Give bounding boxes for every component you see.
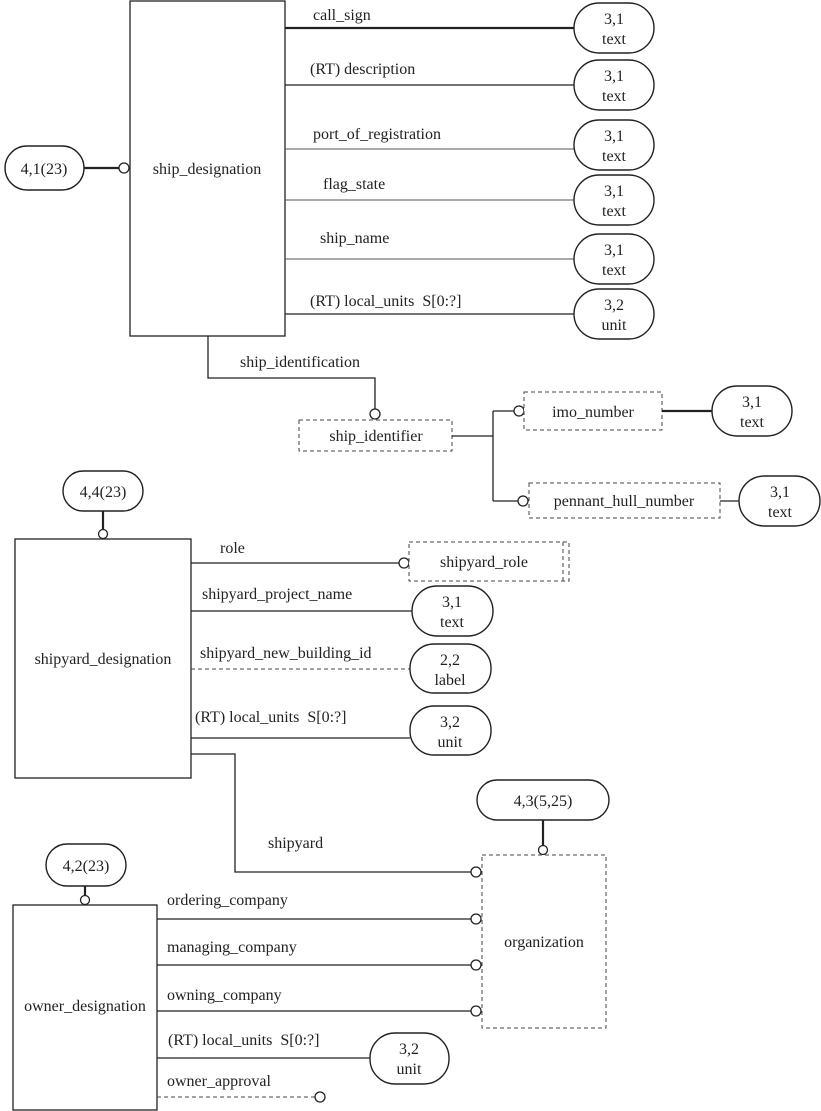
attr-label: ship_name	[320, 230, 389, 247]
attr-label: shipyard_project_name	[202, 586, 352, 603]
relation-shipyard: shipyard	[191, 753, 482, 878]
attr-flag-state: flag_state 3,1 text	[285, 174, 655, 226]
type-label: ship_identifier	[329, 428, 423, 445]
type-name: text	[440, 614, 465, 631]
type-name: unit	[397, 1061, 422, 1078]
type-label: imo_number	[552, 404, 634, 421]
attr-port-of-registration: port_of_registration 3,1 text	[285, 119, 655, 171]
type-ship-identifier	[298, 419, 453, 452]
attr-label: port_of_registration	[313, 126, 441, 143]
type-name: text	[602, 31, 627, 48]
attr-ship-name: ship_name 3,1 text	[285, 230, 655, 285]
attr-call-sign: call_sign 3,1 text	[285, 2, 655, 54]
relation-owning-company: owning_company	[157, 987, 482, 1017]
relation-label: ordering_company	[167, 892, 288, 909]
relation-label: shipyard	[268, 835, 323, 852]
ref-label: 4,1(23)	[21, 161, 68, 178]
attr-shipyard-new-building-id: shipyard_new_building_id 2,2 label	[191, 643, 492, 694]
entity-shipyard-designation	[14, 538, 192, 779]
type-ref: 3,1	[604, 68, 624, 85]
type-ref: 3,1	[604, 128, 624, 145]
entity-owner-designation	[12, 904, 158, 1111]
attr-label: call_sign	[313, 7, 371, 24]
option-imo-number: imo_number 3,1 text	[523, 385, 793, 437]
attr-label: (RT) local_units S[0:?]	[195, 709, 346, 726]
type-ref: 3,2	[399, 1041, 419, 1058]
attr-label: role	[220, 540, 245, 557]
relation-ordering-company: ordering_company	[157, 892, 482, 925]
ref-label: 4,3(5,25)	[514, 793, 573, 810]
select-branches	[452, 405, 529, 507]
relation-label: owning_company	[167, 987, 282, 1004]
type-ref: 3,1	[604, 11, 624, 28]
attr-label: flag_state	[323, 176, 385, 193]
type-name: label	[434, 672, 466, 689]
type-label: shipyard_role	[440, 554, 528, 571]
attr-role: role shipyard_role	[191, 540, 570, 582]
relation-label: ship_identification	[240, 354, 360, 371]
type-name: unit	[602, 317, 627, 334]
attr-owner-approval: owner_approval	[157, 1073, 326, 1103]
type-name: text	[602, 203, 627, 220]
type-name: text	[768, 504, 793, 521]
ref-label: 4,2(23)	[63, 858, 110, 875]
type-name: unit	[438, 734, 463, 751]
attr-local-units: (RT) local_units S[0:?] 3,2 unit	[285, 288, 655, 340]
type-ref: 3,1	[770, 484, 790, 501]
ship-designation-ref: 4,1(23)	[4, 145, 130, 191]
relation-label: managing_company	[167, 939, 297, 956]
attr-local-units: (RT) local_units S[0:?] 3,2 unit	[191, 705, 492, 756]
attr-label: owner_approval	[167, 1073, 272, 1090]
attr-local-units: (RT) local_units S[0:?] 3,2 unit	[157, 1032, 450, 1085]
entity-ship-designation	[129, 0, 286, 337]
attr-label: (RT) local_units S[0:?]	[168, 1032, 319, 1049]
type-ref: 3,2	[440, 714, 460, 731]
entity-label: owner_designation	[24, 998, 146, 1015]
type-ref: 3,2	[604, 297, 624, 314]
type-name: text	[602, 262, 627, 279]
type-name: text	[602, 88, 627, 105]
attr-shipyard-project-name: shipyard_project_name 3,1 text	[191, 585, 494, 637]
owner-designation-ref: 4,2(23)	[45, 843, 127, 906]
relation-ship-identification: ship_identification	[207, 336, 381, 420]
attr-description: (RT) description 3,1 text	[285, 59, 655, 111]
ref-label: 4,4(23)	[80, 484, 127, 501]
entity-label: shipyard_designation	[35, 651, 172, 668]
type-name: text	[740, 414, 765, 431]
type-name: text	[602, 148, 627, 165]
type-ref: 3,1	[604, 183, 624, 200]
relation-managing-company: managing_company	[157, 939, 482, 971]
type-ref: 3,1	[742, 394, 762, 411]
organization-ref: 4,3(5,25)	[476, 779, 610, 856]
type-label: pennant_hull_number	[554, 493, 695, 510]
shipyard-designation-ref: 4,4(23)	[62, 470, 144, 540]
entity-label: ship_designation	[153, 161, 261, 178]
type-ref: 3,1	[604, 242, 624, 259]
attr-label: shipyard_new_building_id	[200, 645, 372, 662]
entity-organization	[481, 854, 607, 1029]
option-pennant-hull-number: pennant_hull_number 3,1 text	[528, 475, 821, 527]
type-ref: 3,1	[442, 594, 462, 611]
attr-label: (RT) description	[310, 61, 415, 78]
attr-label: (RT) local_units S[0:?]	[310, 293, 461, 310]
type-ref: 2,2	[440, 652, 460, 669]
entity-label: organization	[504, 934, 584, 951]
